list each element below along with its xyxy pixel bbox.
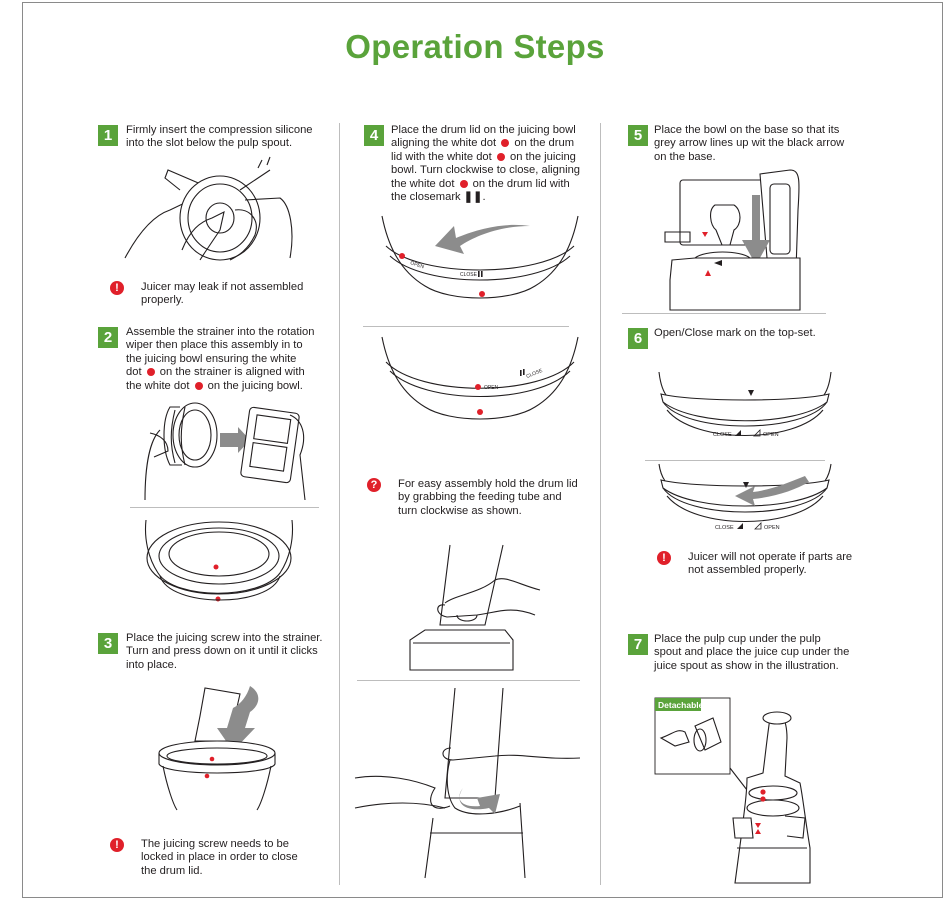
close-label: CLOSE: [715, 525, 734, 531]
step-5-illustration: [664, 169, 801, 311]
red-dot-icon: [194, 381, 203, 390]
open-label: OPEN: [764, 525, 780, 531]
step-2-text-c: on the juicing bowl.: [207, 379, 303, 392]
step-7-text: Place the pulp cup under the pulp spout …: [654, 633, 850, 672]
step-2-divider: [130, 507, 319, 508]
column-divider-right: [600, 123, 601, 885]
step-5-text: Place the bowl on the base so that its g…: [654, 124, 845, 163]
step-2-text-b: on the strainer is aligned with the whit…: [126, 366, 305, 392]
page-title: Operation Steps: [345, 28, 605, 65]
close-label: CLOSE: [460, 272, 478, 278]
step-2-text: Assemble the strainer into the rotation …: [126, 326, 314, 393]
step-1-text: Firmly insert the compression silicone i…: [126, 124, 313, 150]
step-4-line-2b: on the drum: [514, 137, 575, 150]
step-4-divider: [363, 326, 569, 327]
open-label: OPEN: [409, 260, 425, 270]
step-4-divider-2: [357, 680, 580, 681]
step-4-line-2: aligning the white dot on the drum: [391, 137, 591, 150]
warning-icon: !: [657, 551, 671, 565]
red-dot-icon: [501, 139, 510, 148]
warning-icon: !: [110, 838, 124, 852]
step-1-note: Juicer may leak if not assembled properl…: [141, 281, 304, 307]
step-6-divider: [645, 460, 825, 461]
red-dot-icon: [496, 152, 505, 161]
step-5-number: 5: [628, 125, 648, 146]
step-4-illustration-hand-turn: [354, 687, 581, 879]
step-2-illustration-bowl: [144, 519, 294, 602]
step-4-text: Place the drum lid on the juicing bowl a…: [391, 124, 591, 204]
column-divider-left: [339, 123, 340, 885]
step-2-text-a: Assemble the strainer into the rotation …: [126, 326, 315, 379]
step-6-number: 6: [628, 328, 648, 349]
step-6-text: Open/Close mark on the top-set.: [654, 327, 816, 339]
step-4-illustration-hand-hold: [409, 544, 541, 671]
step-4-line-3b: on the juicing: [509, 150, 576, 163]
step-4-illustration-open: OPEN CLOSE: [381, 215, 579, 299]
step-2-number: 2: [98, 327, 118, 348]
step-1-illustration: [124, 156, 293, 261]
step-4-note: For easy assembly hold the drum lid by g…: [398, 478, 578, 517]
page-frame: [22, 2, 943, 898]
step-7-number: 7: [628, 634, 648, 655]
close-label: CLOSE: [526, 368, 545, 380]
step-4-line-1: Place the drum lid on the juicing bowl: [391, 124, 576, 136]
step-2-illustration-strainer: [144, 402, 306, 501]
open-label: OPEN: [484, 385, 499, 391]
step-4-line-3: lid with the white dot on the juicing: [391, 151, 591, 164]
detachable-label: Detachable: [658, 700, 704, 710]
step-4-number: 4: [364, 125, 384, 146]
step-4-line-5: the white dot on the drum lid with: [391, 178, 591, 191]
red-dot-icon: [459, 179, 468, 188]
open-label: OPEN: [763, 432, 779, 438]
step-3-text: Place the juicing screw into the straine…: [126, 632, 323, 671]
step-4-line-2a: aligning the white dot: [391, 137, 497, 150]
step-4-line-6b: .: [482, 191, 486, 204]
step-4-line-3a: lid with the white dot: [391, 150, 492, 163]
step-6-illustration-top: CLOSE OPEN: [658, 371, 832, 438]
close-mark-icon: ❚❚: [463, 191, 483, 204]
step-5-divider: [622, 313, 826, 314]
detachable-badge: [655, 698, 701, 711]
step-7-illustration: Detachable: [654, 697, 811, 884]
step-6-note: Juicer will not operate if parts are not…: [688, 551, 853, 577]
step-1-number: 1: [98, 125, 118, 146]
step-4-line-5a: the white dot: [391, 177, 455, 190]
step-4-line-4: bowl. Turn clockwise to close, aligning: [391, 164, 581, 177]
warning-icon: !: [110, 281, 124, 295]
step-4-line-6a: the closemark: [391, 191, 461, 204]
help-icon: ?: [367, 478, 381, 492]
step-3-illustration: [158, 686, 276, 811]
step-4-illustration-closed: OPEN CLOSE: [381, 336, 579, 420]
red-dot-icon: [146, 368, 155, 377]
step-4-line-5b: on the drum lid with: [472, 177, 570, 190]
step-6-illustration-bottom: CLOSE OPEN: [658, 463, 832, 531]
step-4-line-6: the closemark ❚❚.: [391, 191, 591, 204]
step-3-number: 3: [98, 633, 118, 654]
step-3-note: The juicing screw needs to be locked in …: [141, 838, 298, 877]
close-label: CLOSE: [713, 432, 732, 438]
